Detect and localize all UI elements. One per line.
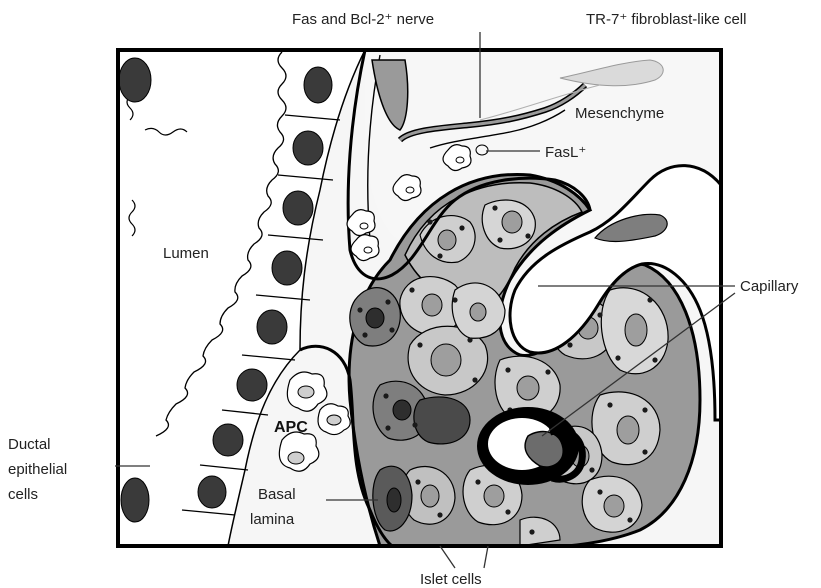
label-lumen: Lumen (163, 245, 209, 262)
label-ductal-line3: cells (8, 486, 38, 503)
label-apc: APC (274, 419, 308, 436)
label-capillary: Capillary (740, 278, 799, 295)
label-basal-line2: lamina (250, 511, 295, 528)
label-ductal-line2: epithelial (8, 461, 67, 478)
label-fasl: FasL⁺ (545, 144, 586, 161)
label-islet-cells: Islet cells (420, 571, 482, 588)
label-fas-bcl2-nerve: Fas and Bcl-2⁺ nerve (292, 11, 434, 28)
label-ductal-line1: Ductal (8, 436, 51, 453)
label-tr7-fibroblast: TR-7⁺ fibroblast-like cell (586, 11, 746, 28)
label-basal-line1: Basal (258, 486, 296, 503)
label-mesenchyme: Mesenchyme (575, 105, 664, 122)
